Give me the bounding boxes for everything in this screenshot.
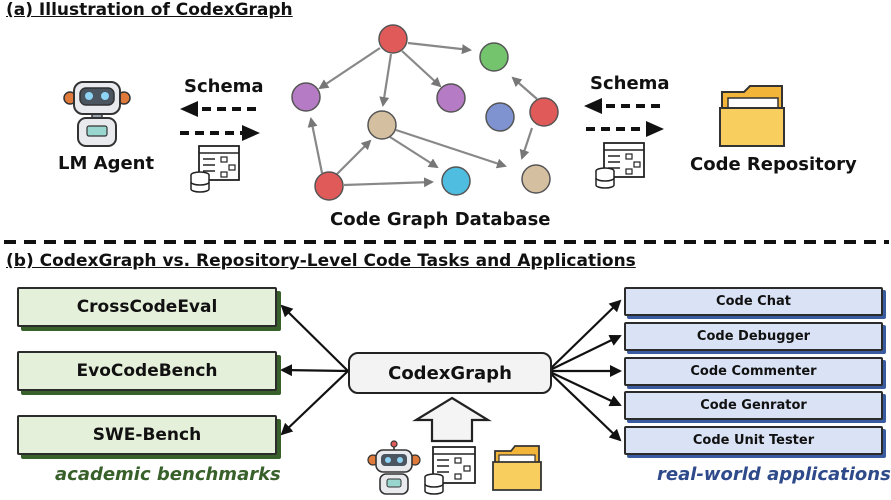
graph-edge [307,117,324,174]
graph-node-red [314,171,344,201]
graph-edge [519,127,534,160]
graph-edge [395,128,507,169]
folder-icon [719,85,785,147]
right-schema-arrows [586,104,660,131]
graph-node-cyan [441,166,471,196]
applications-caption: real-world applications [657,464,891,485]
graph-node-red [378,24,408,54]
folder-icon [492,445,542,491]
left-schema-label: Schema [184,76,264,97]
graph-node-beige [367,110,397,140]
graph-edge [407,41,472,55]
graph-node-purple [436,83,466,113]
graph-node-blue [485,102,515,132]
benchmark-box-crosscodeeval: CrossCodeEval [17,287,277,327]
arrowhead [242,125,260,141]
graph-node-red [529,97,559,127]
arrowhead [646,121,664,137]
robot-icon [63,81,131,147]
application-box-code-genrator: Code Genrator [624,391,883,420]
benchmark-connectors [280,304,349,436]
database-icon [190,171,210,193]
connector [547,370,622,442]
connector [547,299,622,372]
graph-node-beige [521,164,551,194]
graph-edges [307,41,538,188]
lm-agent-label: LM Agent [58,153,155,174]
connector [547,334,622,372]
panel-a-title: (a) Illustration of CodexGraph [6,0,293,20]
application-box-code-chat: Code Chat [624,287,883,316]
up-arrow-icon [412,396,492,443]
graph-node-purple [291,82,321,112]
application-connectors [547,299,622,442]
connector [280,364,349,377]
arrowhead [584,98,602,114]
graph-edge [511,76,538,100]
benchmarks-caption: academic benchmarks [55,464,281,485]
graph-edge [318,47,381,90]
database-icon [424,473,444,495]
repository-label: Code Repository [690,154,857,175]
graph-edge [389,136,439,169]
connector [280,370,349,436]
application-box-code-commenter: Code Commenter [624,357,883,386]
graph-nodes [291,24,559,201]
graph-edge [401,50,442,88]
codexgraph-box: CodexGraph [348,352,552,394]
robot-icon [367,440,421,495]
database-icon [595,167,615,189]
application-box-code-debugger: Code Debugger [624,322,883,351]
panel-b-title: (b) CodexGraph vs. Repository-Level Code… [6,251,636,271]
connector [280,304,349,372]
graph-edge [343,177,434,188]
graph-node-green [479,42,509,72]
right-schema-label: Schema [590,73,670,94]
connector [547,370,622,407]
database-label: Code Graph Database [330,209,551,230]
graph-edge [379,53,393,107]
benchmark-box-evocodebench: EvoCodeBench [17,351,277,391]
graph-edge [336,139,372,175]
left-schema-arrows [180,107,256,135]
application-box-code-unit-tester: Code Unit Tester [624,426,883,455]
benchmark-box-swe-bench: SWE-Bench [17,415,277,455]
arrowhead [180,101,198,117]
